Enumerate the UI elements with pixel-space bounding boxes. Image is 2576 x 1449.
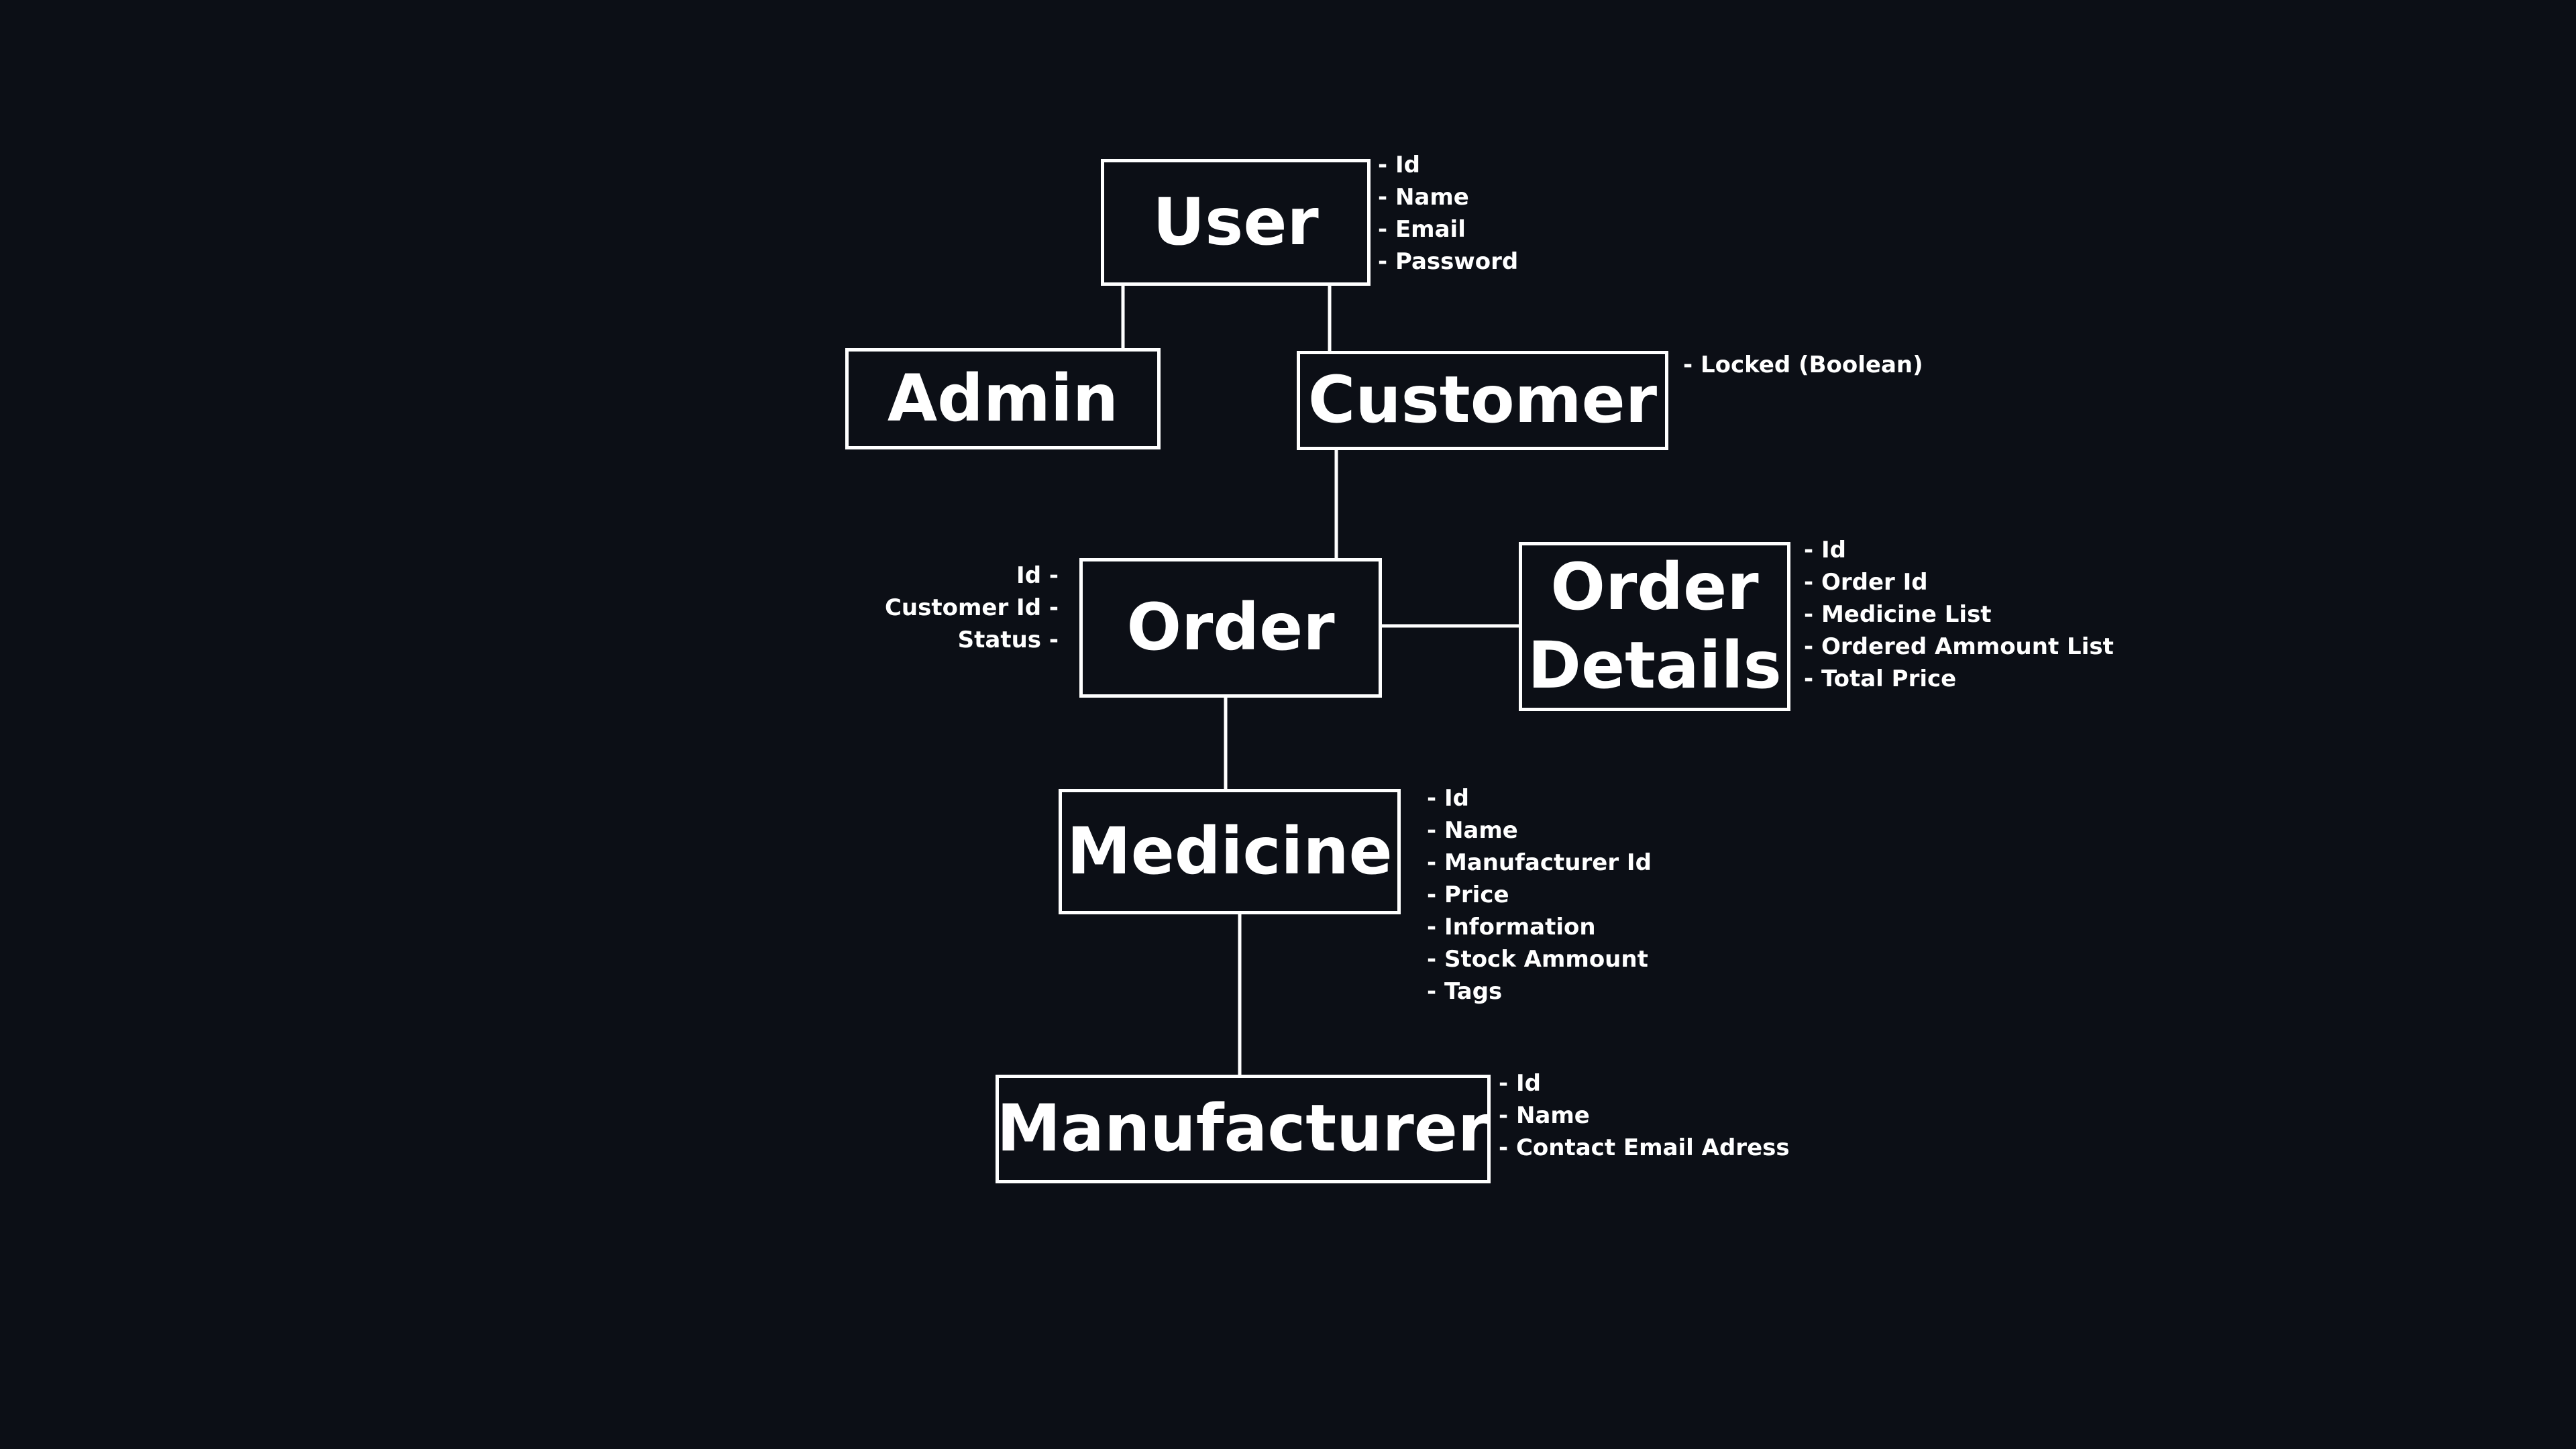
entity-order-details: Order Details xyxy=(1519,542,1790,711)
entity-order-details-label-line1: Order xyxy=(1550,549,1759,625)
attribute-item: Email xyxy=(1378,213,1518,246)
attribute-item: Id xyxy=(1427,782,1652,814)
attribute-item: Name xyxy=(1378,181,1518,213)
customer-attribute-list: Locked (Boolean) xyxy=(1683,349,1923,381)
attribute-item: Order Id xyxy=(1804,566,2114,598)
entity-medicine-label: Medicine xyxy=(1067,813,1393,889)
entity-customer-label: Customer xyxy=(1307,362,1658,438)
attribute-item: Medicine List xyxy=(1804,598,2114,631)
attribute-item: Name xyxy=(1427,814,1652,847)
entity-order-label: Order xyxy=(1126,590,1335,665)
attribute-item: Manufacturer Id xyxy=(1427,847,1652,879)
medicine-attribute-list: Id Name Manufacturer Id Price Informatio… xyxy=(1427,782,1652,1008)
entity-user: User xyxy=(1101,159,1371,286)
entity-medicine: Medicine xyxy=(1059,789,1401,914)
order-attribute-list: Id Customer Id Status xyxy=(885,559,1059,656)
entity-admin-label: Admin xyxy=(887,360,1119,436)
attribute-item: Price xyxy=(1427,879,1652,911)
attribute-item: Stock Ammount xyxy=(1427,943,1652,975)
attribute-item: Password xyxy=(1378,246,1518,278)
order-details-attribute-list: Id Order Id Medicine List Ordered Ammoun… xyxy=(1804,534,2114,695)
attribute-item: Contact Email Adress xyxy=(1499,1132,1790,1164)
attribute-item: Name xyxy=(1499,1099,1790,1132)
attribute-item: Locked (Boolean) xyxy=(1683,349,1923,381)
manufacturer-attribute-list: Id Name Contact Email Adress xyxy=(1499,1067,1790,1164)
entity-admin: Admin xyxy=(845,348,1161,449)
attribute-item: Id xyxy=(885,559,1059,592)
attribute-item: Ordered Ammount List xyxy=(1804,631,2114,663)
attribute-item: Customer Id xyxy=(885,592,1059,624)
attribute-item: Id xyxy=(1804,534,2114,566)
entity-manufacturer-label: Manufacturer xyxy=(996,1091,1490,1167)
attribute-item: Id xyxy=(1499,1067,1790,1099)
entity-order-details-label-line2: Details xyxy=(1527,628,1782,703)
entity-manufacturer: Manufacturer xyxy=(996,1075,1491,1183)
entity-order: Order xyxy=(1079,558,1382,698)
attribute-item: Total Price xyxy=(1804,663,2114,695)
entity-user-label: User xyxy=(1152,184,1319,260)
attribute-item: Tags xyxy=(1427,975,1652,1008)
entity-order-details-label: Order Details xyxy=(1527,548,1781,705)
attribute-item: Id xyxy=(1378,149,1518,181)
entity-customer: Customer xyxy=(1297,351,1668,450)
attribute-item: Status xyxy=(885,624,1059,656)
user-attribute-list: Id Name Email Password xyxy=(1378,149,1518,278)
attribute-item: Information xyxy=(1427,911,1652,943)
